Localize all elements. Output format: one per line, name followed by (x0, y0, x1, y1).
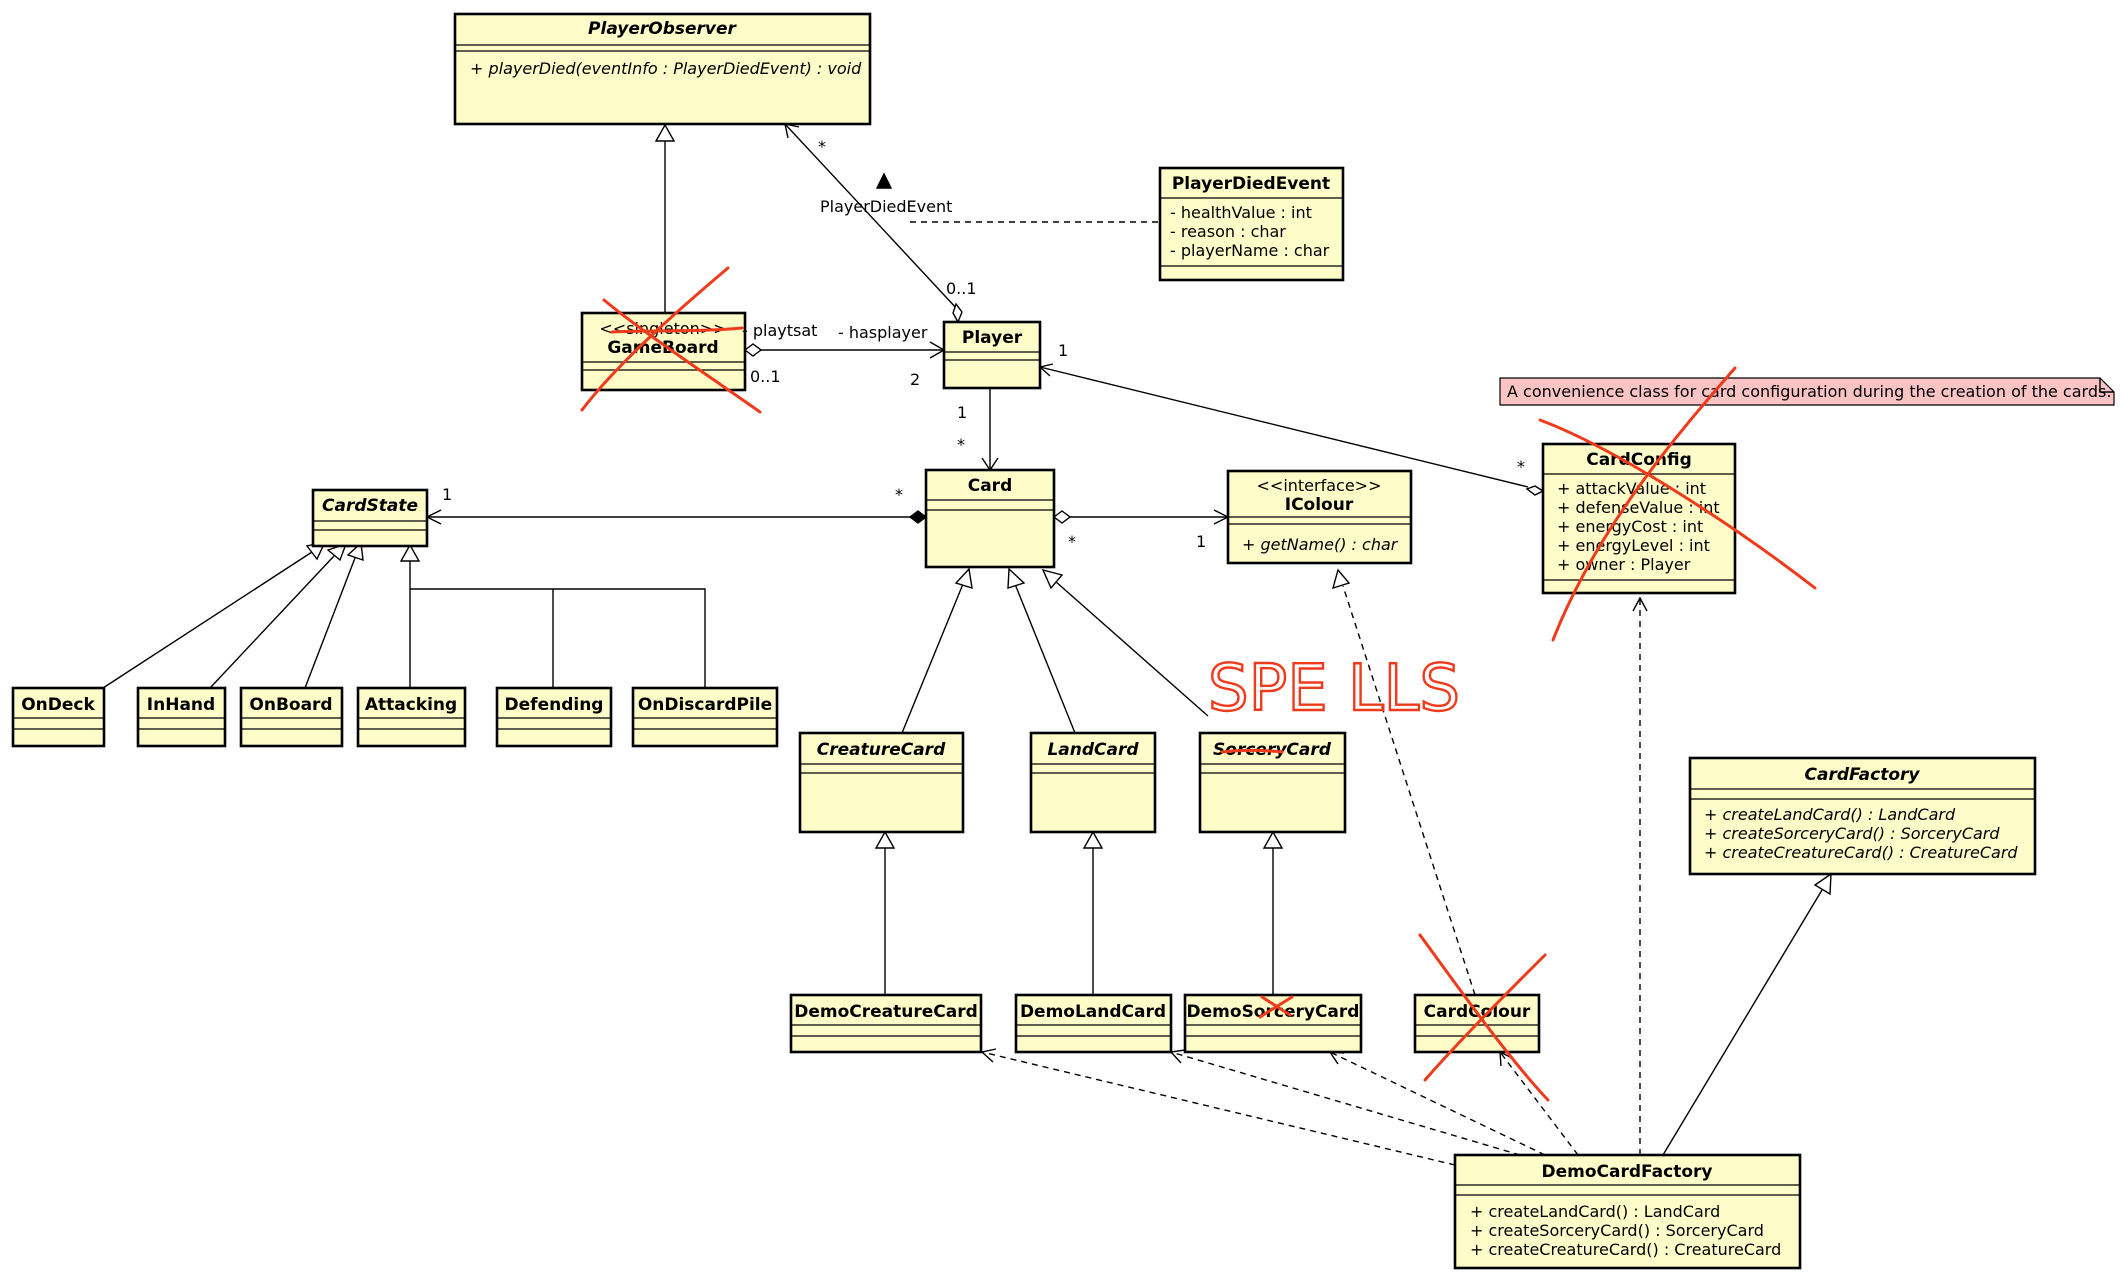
role-label: - hasplayer (838, 323, 928, 342)
class-name: CardFactory (1805, 765, 1921, 785)
class-name: OnDeck (21, 695, 95, 715)
association-labels: * PlayerDiedEvent 0..1 - playtsat - hasp… (442, 137, 1525, 551)
multiplicity-label: 0..1 (750, 367, 781, 386)
class-name: CreatureCard (817, 740, 946, 760)
stereotype: <<interface>> (1257, 476, 1382, 495)
stereotype: <<singleton>> (599, 319, 726, 338)
attribute: - playerName : char (1170, 241, 1330, 260)
class-on-deck: OnDeck (11, 686, 106, 748)
class-name: CardConfig (1586, 450, 1692, 470)
multiplicity-label: 0..1 (946, 279, 977, 298)
class-player: Player (942, 320, 1042, 390)
class-name: PlayerDiedEvent (1172, 174, 1330, 194)
attribute: + energyCost : int (1557, 517, 1703, 536)
class-card-factory: CardFactory + createLandCard() : LandCar… (1688, 756, 2037, 876)
class-name: InHand (147, 695, 215, 715)
handwritten-annotation: SPE LLS (1208, 652, 1460, 726)
multiplicity-label: * (1068, 532, 1076, 551)
operation: + createLandCard() : LandCard (1704, 805, 1956, 824)
multiplicity-label: * (1517, 457, 1525, 476)
class-name: DemoSorceryCard (1187, 1002, 1360, 1022)
multiplicity-label: * (895, 485, 903, 504)
multiplicity-label: 1 (1058, 341, 1068, 360)
association-name: PlayerDiedEvent (820, 197, 952, 216)
note-text: A convenience class for card configurati… (1507, 382, 2111, 401)
class-land-card: LandCard (1029, 731, 1157, 834)
operation: + createSorceryCard() : SorceryCard (1470, 1221, 1764, 1240)
attribute: + owner : Player (1557, 555, 1691, 574)
class-name: DemoCardFactory (1542, 1162, 1713, 1182)
class-name: OnDiscardPile (638, 695, 772, 715)
class-card-state: CardState (311, 488, 429, 548)
class-demo-card-factory: DemoCardFactory + createLandCard() : Lan… (1453, 1153, 1802, 1270)
class-name: OnBoard (249, 695, 332, 715)
class-on-board: OnBoard (239, 686, 344, 748)
multiplicity-label: 1 (957, 403, 967, 422)
operation: + createLandCard() : LandCard (1470, 1202, 1720, 1221)
class-defending: Defending (495, 686, 613, 748)
attribute: + energyLevel : int (1557, 536, 1710, 555)
class-attacking: Attacking (356, 686, 467, 748)
class-name: CardState (322, 496, 418, 516)
class-name: LandCard (1047, 740, 1139, 760)
multiplicity-label: 1 (442, 485, 452, 504)
class-card-colour: CardColour (1413, 993, 1541, 1054)
class-name: Attacking (365, 695, 457, 715)
attribute: + attackValue : int (1557, 479, 1706, 498)
class-player-died-event: PlayerDiedEvent - healthValue : int - re… (1158, 166, 1345, 282)
class-sorcery-card: SorceryCard (1198, 731, 1347, 834)
multiplicity-label: 2 (910, 370, 920, 389)
operation: + getName() : char (1242, 535, 1399, 554)
multiplicity-label: * (957, 435, 965, 454)
class-demo-land-card: DemoLandCard (1014, 993, 1173, 1054)
class-name: Defending (505, 695, 604, 715)
class-player-observer: PlayerObserver + playerDied(eventInfo : … (453, 12, 872, 126)
operation: + createCreatureCard() : CreatureCard (1704, 843, 2018, 862)
operation: + playerDied(eventInfo : PlayerDiedEvent… (470, 59, 862, 78)
class-name: PlayerObserver (588, 19, 737, 39)
multiplicity-label: 1 (1196, 532, 1206, 551)
attribute: + defenseValue : int (1557, 498, 1720, 517)
class-on-discard-pile: OnDiscardPile (631, 686, 779, 748)
multiplicity-label: * (818, 137, 826, 156)
red-annotations: SPE LLS (580, 266, 1817, 1102)
class-card-config: CardConfig + attackValue : int + defense… (1541, 442, 1737, 595)
note: A convenience class for card configurati… (1499, 377, 2115, 406)
class-name: DemoLandCard (1020, 1002, 1166, 1022)
class-demo-creature-card: DemoCreatureCard (789, 993, 983, 1054)
class-card: Card (924, 468, 1056, 569)
class-name: Player (962, 328, 1023, 348)
class-name: DemoCreatureCard (794, 1002, 978, 1022)
attribute: - reason : char (1170, 222, 1286, 241)
attribute: - healthValue : int (1170, 203, 1312, 222)
class-icolour: <<interface>> IColour + getName() : char (1226, 469, 1413, 565)
class-name: Card (968, 476, 1013, 496)
class-in-hand: InHand (136, 686, 227, 748)
class-name: IColour (1285, 495, 1354, 515)
class-creature-card: CreatureCard (798, 731, 965, 834)
role-label: - playtsat (742, 321, 817, 340)
class-name: GameBoard (607, 338, 718, 358)
operation: + createCreatureCard() : CreatureCard (1470, 1240, 1781, 1259)
operation: + createSorceryCard() : SorceryCard (1704, 824, 2000, 843)
